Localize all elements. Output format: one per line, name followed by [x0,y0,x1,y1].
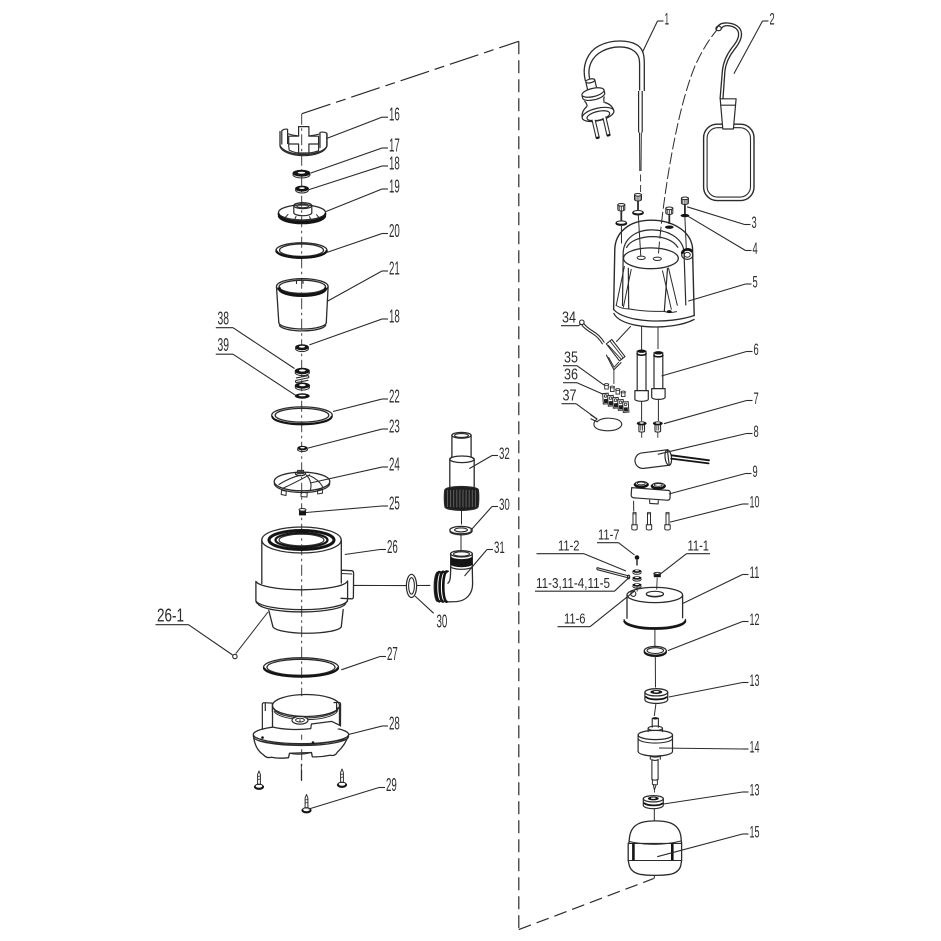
svg-text:11-6: 11-6 [564,612,586,628]
svg-text:18: 18 [389,307,400,327]
svg-text:22: 22 [389,387,400,407]
svg-text:30: 30 [499,495,510,514]
svg-text:19: 19 [389,177,400,197]
svg-text:11-3,11-4,11-5: 11-3,11-4,11-5 [536,576,610,592]
svg-text:26-1: 26-1 [157,606,184,626]
svg-text:20: 20 [389,221,400,241]
svg-text:23: 23 [389,417,400,437]
svg-text:11-1: 11-1 [688,539,710,555]
svg-text:13: 13 [750,781,760,800]
svg-text:18: 18 [389,154,400,174]
svg-text:11: 11 [750,563,760,582]
svg-text:31: 31 [494,538,505,557]
svg-text:14: 14 [750,738,760,757]
svg-text:24: 24 [389,455,400,475]
svg-text:10: 10 [750,493,760,512]
svg-text:29: 29 [386,775,397,795]
svg-text:4: 4 [753,239,758,258]
svg-text:30: 30 [437,612,448,632]
svg-text:25: 25 [389,494,400,514]
svg-text:34: 34 [562,310,576,327]
svg-text:28: 28 [389,714,400,734]
svg-text:17: 17 [389,136,400,156]
svg-text:16: 16 [389,105,400,125]
svg-text:8: 8 [754,422,759,441]
svg-text:12: 12 [750,610,760,629]
svg-text:3: 3 [752,213,757,232]
svg-text:13: 13 [750,671,760,690]
svg-text:26: 26 [387,537,398,557]
svg-text:21: 21 [389,259,400,279]
svg-text:5: 5 [753,273,758,292]
svg-text:11-7: 11-7 [598,528,620,544]
svg-text:15: 15 [750,823,760,842]
svg-text:11-2: 11-2 [558,539,580,555]
svg-text:32: 32 [499,444,510,463]
svg-text:6: 6 [754,340,759,359]
svg-text:38: 38 [218,309,230,329]
svg-text:35: 35 [564,350,578,367]
svg-text:9: 9 [753,462,758,481]
svg-text:39: 39 [218,335,230,355]
svg-text:2: 2 [770,10,775,29]
svg-text:7: 7 [754,389,759,408]
svg-text:1: 1 [665,10,670,29]
svg-text:27: 27 [387,644,398,664]
svg-text:36: 36 [564,367,578,384]
svg-text:37: 37 [563,388,577,405]
